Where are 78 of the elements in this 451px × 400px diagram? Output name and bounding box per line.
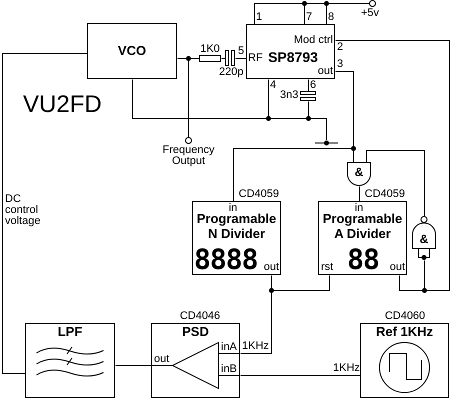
wire (353, 148, 354, 162)
supply-label: +5v (361, 8, 380, 19)
component-value: 220p (219, 67, 244, 78)
block-title: VCO (116, 43, 148, 58)
vco-block (87, 23, 177, 79)
wire (188, 58, 189, 138)
filter-block (25, 323, 115, 398)
wire (188, 58, 200, 59)
nand-gate (412, 216, 436, 260)
wire (254, 3, 370, 24)
wire (2, 53, 88, 374)
callsign-text: VU2FD (23, 93, 102, 117)
pin-name: RF (248, 53, 263, 64)
pin-number: 5 (238, 46, 244, 57)
wire (359, 186, 360, 202)
pin-number: 8 (328, 12, 334, 23)
gate-label: & (418, 233, 430, 245)
pin-label: inA (219, 342, 239, 354)
wire (177, 58, 189, 59)
wire (271, 275, 330, 291)
part-number: CD4059 (238, 189, 279, 200)
block-title: Programable A Divider (322, 211, 404, 241)
wire (268, 118, 309, 119)
pin-name: out (316, 66, 333, 77)
pin-name: Mod ctrl (292, 35, 333, 46)
pin-label: inB (219, 364, 239, 376)
wire (335, 40, 450, 291)
part-number: CD4046 (178, 311, 222, 322)
output-label: Frequency Output (162, 145, 216, 167)
pin-label: out (152, 354, 172, 366)
pin-name: out (262, 262, 279, 273)
signal-label: 1KHz (333, 363, 360, 374)
terminal-icon (369, 0, 376, 7)
ground-icon (315, 140, 338, 146)
pin-number: 4 (270, 80, 276, 91)
wire (308, 79, 309, 92)
block-title: LPF (56, 324, 84, 339)
pin-name: rst (321, 262, 334, 273)
signal-label: 1KHz (242, 341, 269, 352)
pin-number: 6 (310, 80, 316, 91)
resistor-icon (199, 55, 221, 62)
wire (399, 275, 425, 291)
block-title: PSD (181, 324, 210, 339)
gate-label: & (354, 166, 364, 178)
chip-name: SP8793 (267, 49, 318, 65)
digit-display: 88 (346, 246, 380, 273)
wire (268, 79, 269, 119)
wire (271, 275, 272, 291)
pin-number: 1 (256, 12, 262, 23)
pin-name: in (228, 203, 238, 214)
chip-block (246, 24, 335, 79)
terminal-icon (185, 137, 192, 144)
wire (308, 118, 327, 140)
pin-name: out (388, 262, 405, 273)
wire (366, 150, 425, 216)
block-title: Ref 1KHz (374, 324, 434, 339)
wire (308, 101, 309, 119)
pin-number: 2 (337, 42, 344, 53)
pin-name: in (354, 203, 364, 214)
pin-number: 7 (306, 12, 312, 23)
wire (115, 365, 152, 366)
capacitor-icon (300, 91, 316, 101)
part-number: CD4060 (384, 311, 426, 322)
wire (235, 58, 246, 59)
pin-number: 3 (337, 59, 344, 70)
digit-display: 8888 (194, 246, 258, 273)
wire (132, 79, 269, 119)
component-value: 1K0 (199, 44, 221, 55)
wire (335, 71, 354, 149)
wire (240, 290, 272, 354)
capacitor-icon (225, 50, 235, 66)
wire (221, 58, 226, 59)
wire (233, 148, 354, 202)
part-number: CD4059 (364, 189, 405, 200)
wire (240, 375, 360, 376)
and-gate (347, 162, 371, 186)
component-value: 3n3 (280, 90, 298, 101)
block-title: Programable N Divider (196, 211, 278, 241)
